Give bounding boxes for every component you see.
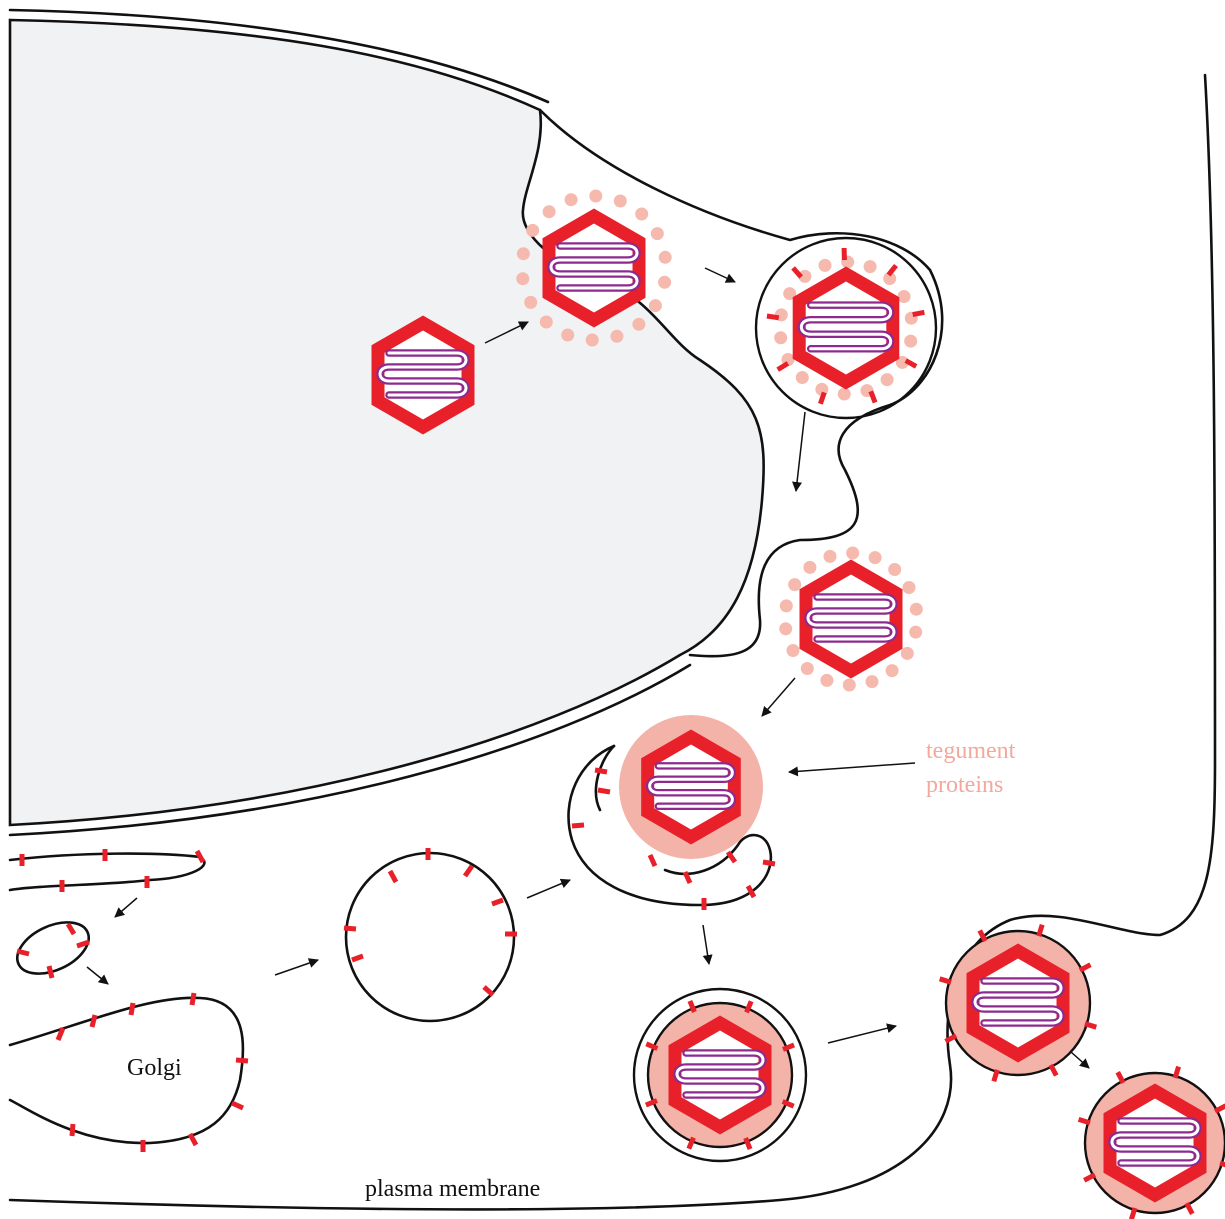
arrow-2 [705,268,735,282]
enveloped-virion-in-vesicle [634,989,806,1161]
tegument-label-line-2: proteins [926,772,1003,798]
arrow-6 [87,967,108,984]
arrow-5 [115,898,137,917]
tegumented-capsid [619,715,763,859]
nucleus [10,10,764,835]
arrow-11 [1071,1052,1089,1068]
golgi-apparatus [9,849,248,1152]
arrow-3 [796,412,805,491]
capsid-nucleus [378,323,468,427]
arrow-tegument [789,763,915,772]
arrow-4 [762,678,795,716]
plasma-membrane-label: plasma membrane [365,1176,540,1202]
nucleus-interior [10,20,764,825]
transport-vesicle [344,848,517,1021]
released-virion [1079,1067,1225,1219]
arrow-8 [527,880,570,898]
virion-at-plasma-membrane [940,925,1097,1082]
tegument-label-line-1: tegument [926,738,1016,764]
arrow-7 [275,960,318,975]
arrow-9 [703,925,709,964]
arrow-10 [828,1026,896,1043]
primary-enveloped-virion [756,238,936,418]
deenveloped-capsid-cytoplasm [779,547,923,692]
golgi-label: Golgi [127,1055,182,1081]
